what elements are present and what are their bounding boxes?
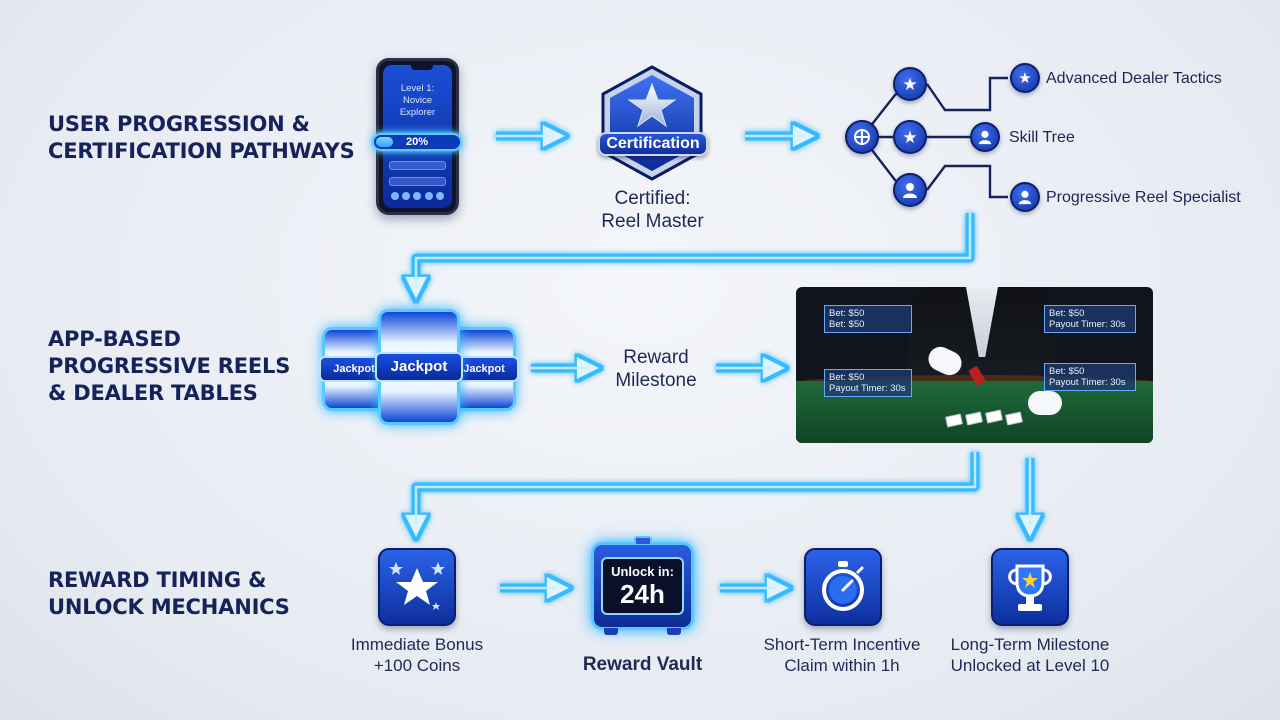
- immediate-bonus-caption: Immediate Bonus+100 Coins: [350, 635, 484, 675]
- skill-label-progressive: Progressive Reel Specialist: [1046, 189, 1241, 206]
- section-title-progression: USER PROGRESSION &CERTIFICATION PATHWAYS: [48, 112, 355, 163]
- immediate-bonus-tile: [378, 548, 456, 626]
- tree-root-node: [845, 120, 879, 154]
- jackpot-reels: Jackpot Jackpot Jackpot: [314, 305, 524, 429]
- user-icon: [1018, 190, 1032, 205]
- stopwatch-icon: [822, 561, 864, 611]
- tree-node-user: [893, 173, 927, 207]
- arrow-table-loop: [416, 452, 980, 530]
- reward-vault: Unlock in: 24h: [591, 536, 694, 635]
- skill-label-advanced: Advanced Dealer Tactics: [1046, 70, 1222, 87]
- progress-text: 20%: [405, 136, 429, 148]
- skill-tree-lines: [861, 76, 1008, 199]
- network-icon: [854, 129, 870, 145]
- tree-leaf-advanced: ★: [1010, 63, 1040, 93]
- tree-leaf-skill: [970, 122, 1000, 152]
- long-term-tile: [991, 548, 1069, 626]
- user-icon: [903, 183, 917, 198]
- progress-fill: [376, 137, 394, 147]
- reel-center: Jackpot: [375, 309, 463, 425]
- phone-nav-icons: [389, 192, 446, 200]
- vault-timer-screen: Unlock in: 24h: [601, 557, 684, 615]
- short-term-tile: [804, 548, 882, 626]
- section-title-rewards: REWARD TIMING &UNLOCK MECHANICS: [48, 568, 290, 619]
- tree-node-center-star: ★: [893, 120, 927, 154]
- list-item: [389, 177, 446, 186]
- trophy-icon: [1008, 564, 1052, 611]
- tree-node-star: ★: [893, 67, 927, 101]
- reward-vault-label: Reward Vault: [582, 654, 703, 675]
- certification-badge-icon: [601, 65, 703, 181]
- skill-label-tree: Skill Tree: [1009, 129, 1075, 146]
- user-icon: [978, 130, 992, 145]
- list-item: [389, 161, 446, 170]
- tree-leaf-progressive: [1010, 182, 1040, 212]
- certification-label: Certification: [598, 132, 708, 156]
- star-icon: ★: [1018, 69, 1032, 87]
- level-label: Level 1:Novice Explorer: [399, 83, 436, 118]
- level-progress-bar: 20%: [372, 133, 462, 151]
- star-icon: ★: [902, 127, 918, 147]
- stars-icon: [389, 562, 445, 610]
- star-icon: ★: [902, 74, 918, 94]
- certified-caption: Certified:Reel Master: [601, 188, 704, 232]
